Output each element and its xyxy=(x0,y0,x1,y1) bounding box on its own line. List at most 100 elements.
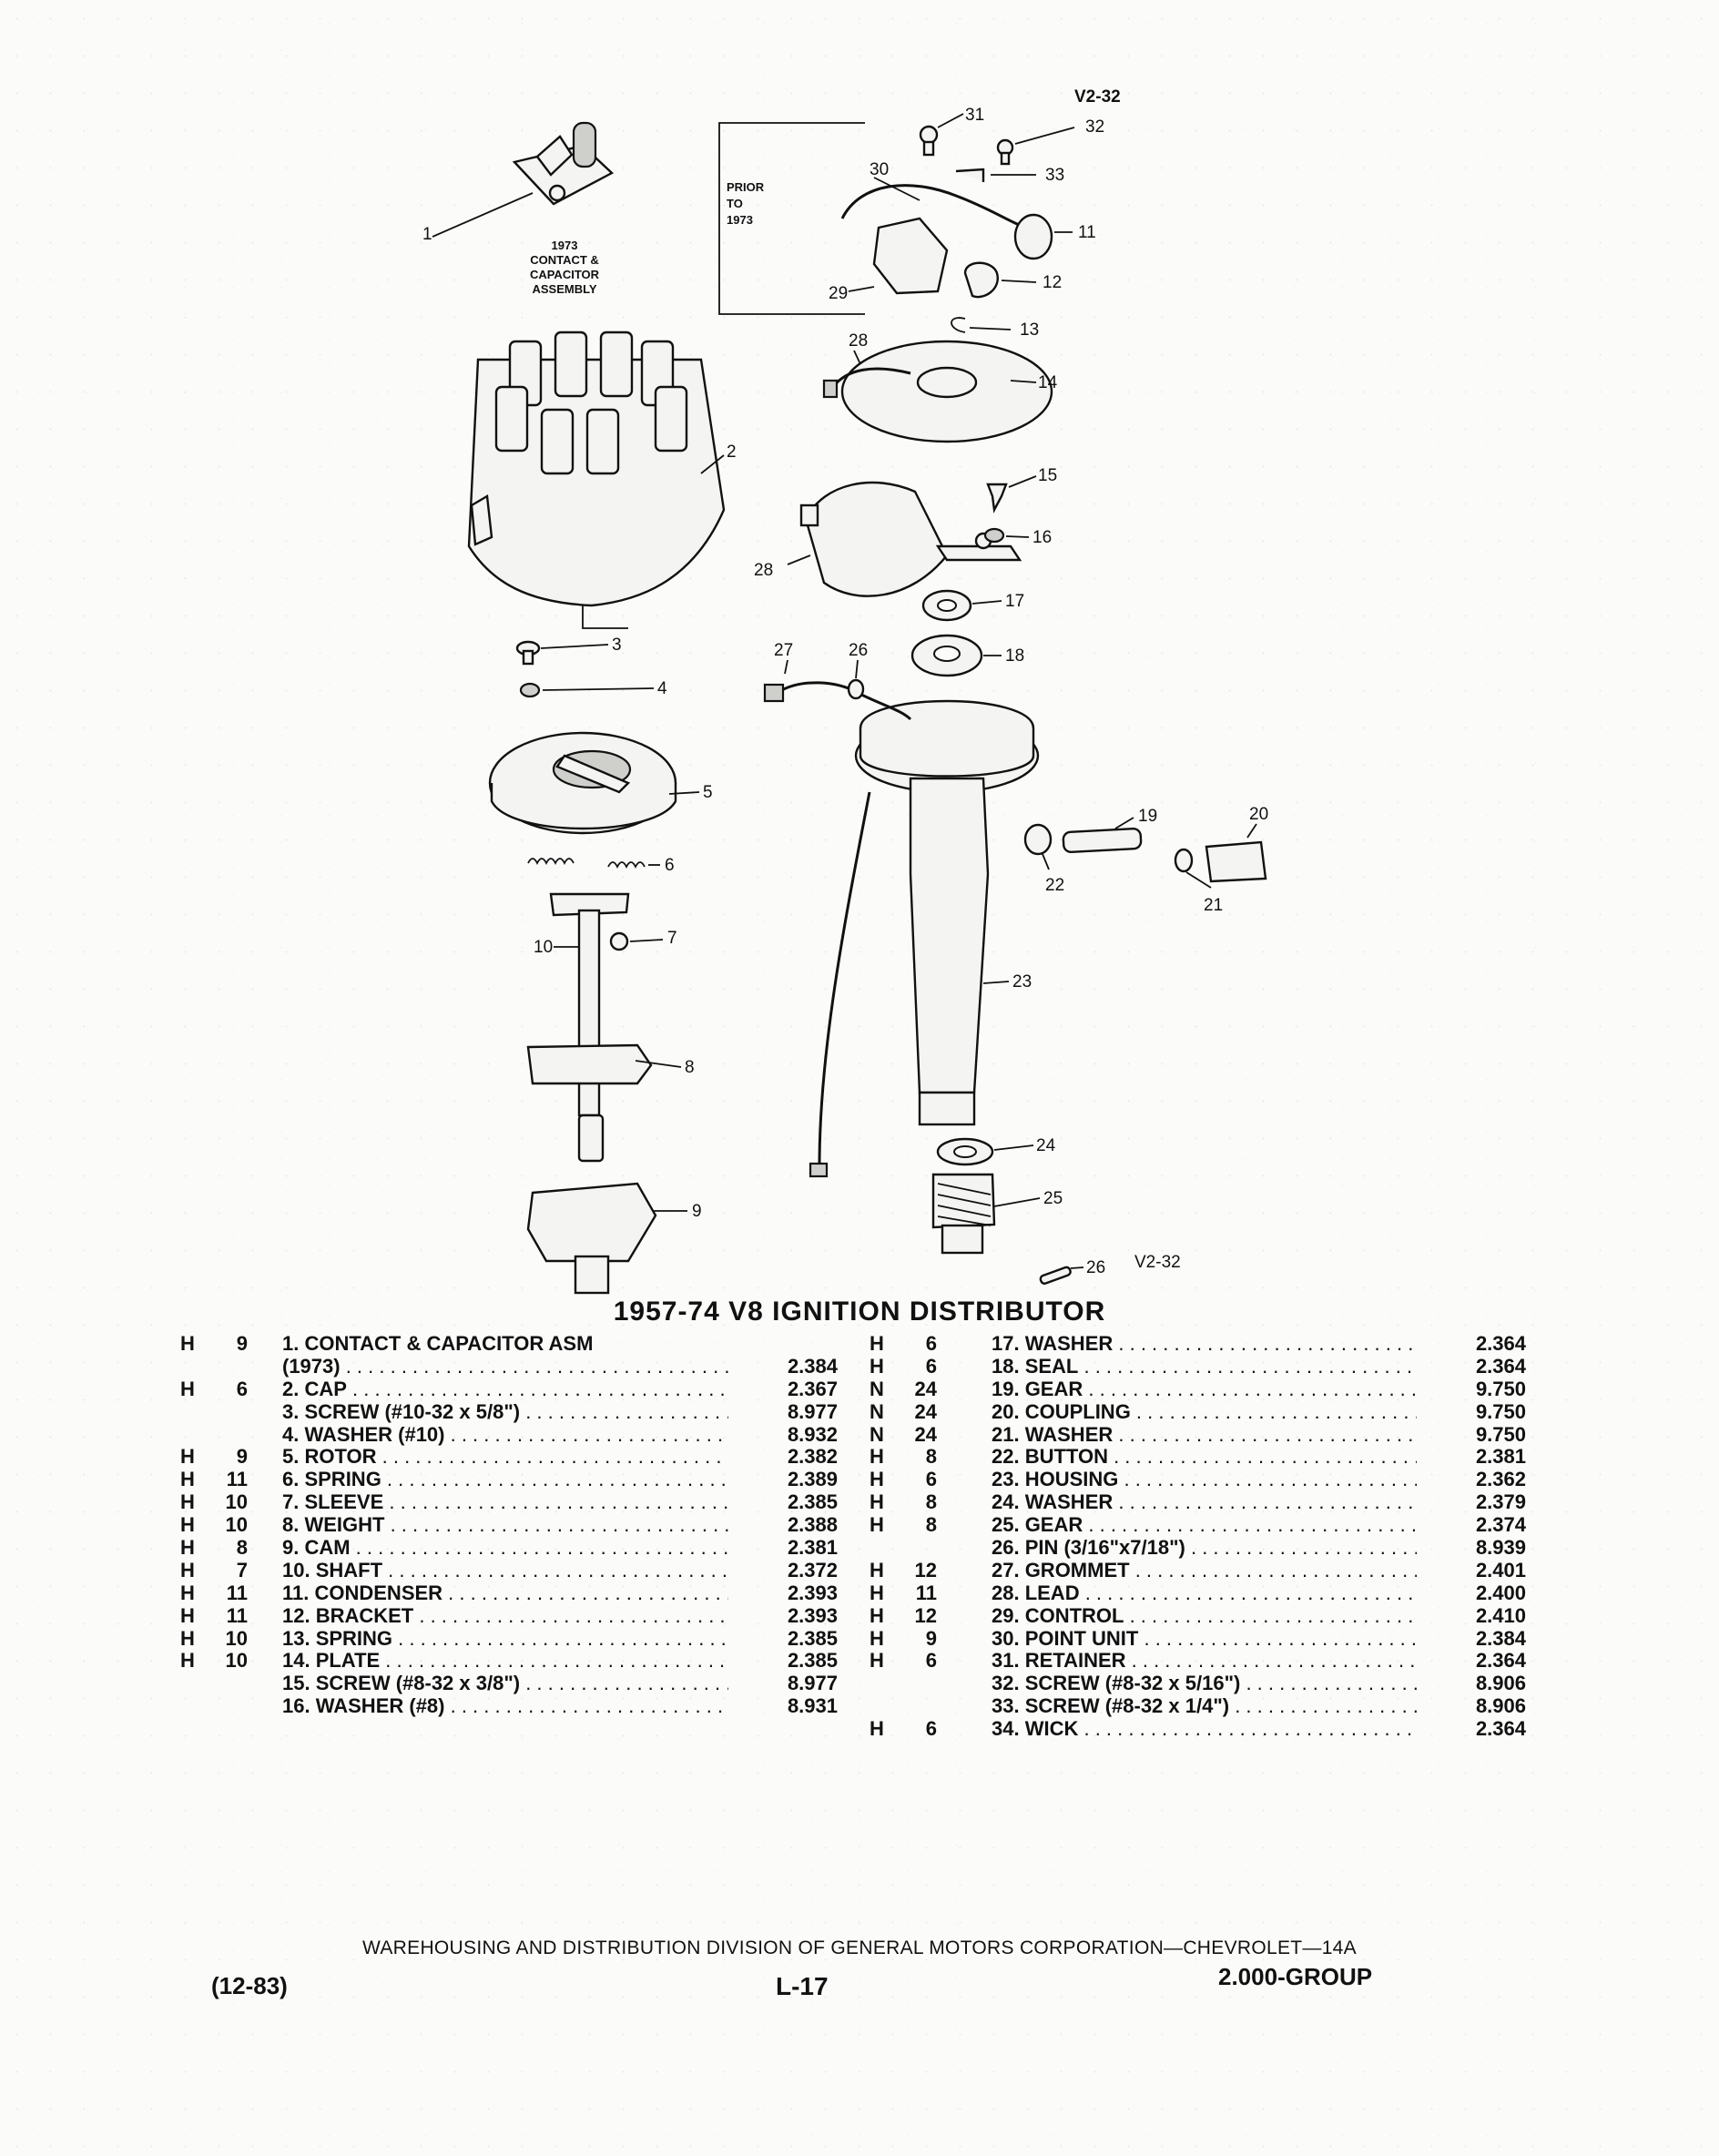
callout-20: 20 xyxy=(1249,805,1268,824)
part-description: 2. CAP xyxy=(282,1378,728,1401)
small-parts-15-18 xyxy=(910,475,1037,677)
callout-34: 33 xyxy=(1045,166,1064,185)
part-description: 7. SLEEVE xyxy=(282,1491,728,1514)
callout-26: 26 xyxy=(1086,1258,1105,1277)
part-description: 33. SCREW (#8-32 x 1/4") xyxy=(992,1695,1417,1718)
part-number: 2.381 xyxy=(787,1536,838,1560)
part-number: 2.389 xyxy=(787,1468,838,1491)
part-29-vacuum-control xyxy=(787,481,1022,597)
group-code: H xyxy=(180,1490,195,1514)
part-description: 24. WASHER xyxy=(992,1491,1417,1514)
group-code: H xyxy=(180,1649,195,1673)
part-number: 2.385 xyxy=(787,1626,838,1650)
subgroup-code: 24 xyxy=(914,1422,937,1446)
subgroup-code: 8 xyxy=(925,1445,937,1469)
footer-division: WAREHOUSING AND DISTRIBUTION DIVISION OF… xyxy=(362,1937,1357,1958)
subgroup-code: 6 xyxy=(925,1717,937,1741)
part-number: 9.750 xyxy=(1475,1377,1526,1400)
group-code: N xyxy=(870,1377,884,1400)
part-number: 2.367 xyxy=(787,1377,838,1400)
callout-17: 17 xyxy=(1005,592,1024,611)
part-5-rotor xyxy=(488,731,700,835)
callout-18: 18 xyxy=(1005,646,1024,666)
assembly-label-line-4: ASSEMBLY xyxy=(532,282,596,296)
part-number: 2.364 xyxy=(1475,1649,1526,1673)
part-number: 2.385 xyxy=(787,1490,838,1514)
subgroup-code: 8 xyxy=(925,1513,937,1537)
callout-9: 9 xyxy=(692,1202,702,1221)
part-description: 4. WASHER (#10) xyxy=(282,1424,728,1447)
part-number: 8.906 xyxy=(1475,1672,1526,1695)
part-26-pin xyxy=(1039,1266,1084,1285)
part-description: 6. SPRING xyxy=(282,1469,728,1491)
subgroup-code: 10 xyxy=(225,1626,248,1650)
part-number: 2.382 xyxy=(787,1445,838,1469)
subgroup-code: 11 xyxy=(226,1603,248,1627)
parts-row: 4. WASHER (#10)8.932 xyxy=(180,1423,838,1447)
part-number: 2.362 xyxy=(1475,1468,1526,1491)
subgroup-code: 6 xyxy=(925,1332,937,1355)
parts-row: H89. CAM2.381 xyxy=(180,1536,838,1560)
subgroup-code: 10 xyxy=(225,1649,248,1673)
part-number: 8.977 xyxy=(787,1399,838,1423)
part-description: 17. WASHER xyxy=(992,1333,1417,1356)
callout-1: 1 xyxy=(422,225,432,244)
group-code: H xyxy=(870,1558,884,1581)
assembly-label-line-1: 1973 xyxy=(552,239,578,252)
part-number: 8.931 xyxy=(787,1694,838,1718)
assembly-label-line-2: CONTACT & xyxy=(530,253,599,267)
part-description: 20. COUPLING xyxy=(992,1401,1417,1424)
part-number: 2.379 xyxy=(1475,1490,1526,1514)
group-code: H xyxy=(180,1332,195,1355)
part-description: 25. GEAR xyxy=(992,1514,1417,1537)
subgroup-code: 6 xyxy=(925,1468,937,1491)
subgroup-code: 7 xyxy=(236,1558,248,1581)
part-description: 3. SCREW (#10-32 x 5/8") xyxy=(282,1401,728,1424)
callout-22: 22 xyxy=(1045,876,1064,895)
callout-27: 26 xyxy=(849,641,868,660)
parts-row: H62. CAP2.367 xyxy=(180,1378,838,1401)
callout-28-upper: 28 xyxy=(849,331,868,351)
part-number: 2.388 xyxy=(787,1513,838,1537)
group-code: H xyxy=(180,1377,195,1400)
callout-15: 15 xyxy=(1038,466,1057,485)
diagram-code-bottom: V2-32 xyxy=(1134,1253,1181,1272)
callout-6: 6 xyxy=(665,856,675,875)
subgroup-code: 24 xyxy=(914,1399,937,1423)
part-description: 13. SPRING xyxy=(282,1628,728,1651)
part-description: 30. POINT UNIT xyxy=(992,1628,1417,1651)
part-description: 18. SEAL xyxy=(992,1356,1417,1378)
group-code: H xyxy=(870,1603,884,1627)
callout-23: 23 xyxy=(1012,972,1032,992)
part-description: 32. SCREW (#8-32 x 5/16") xyxy=(992,1673,1417,1695)
part-number: 9.750 xyxy=(1475,1422,1526,1446)
callout-29: 28 xyxy=(754,561,773,580)
parts-19-22-drive xyxy=(1023,817,1267,889)
part-10-shaft-assembly xyxy=(526,892,682,1163)
callout-16: 16 xyxy=(1032,528,1052,547)
callout-28: 27 xyxy=(774,641,793,660)
group-code: H xyxy=(180,1536,195,1560)
inset-label-line-3: 1973 xyxy=(727,213,753,227)
inset-label-line-1: PRIOR xyxy=(727,180,765,194)
inset-parts xyxy=(840,113,1075,333)
subgroup-code: 12 xyxy=(914,1603,937,1627)
part-number: 8.906 xyxy=(1475,1694,1526,1718)
group-code: H xyxy=(870,1468,884,1491)
callout-21: 21 xyxy=(1204,896,1223,915)
assembly-label-line-3: CAPACITOR xyxy=(530,268,600,281)
part-25-gear xyxy=(931,1173,1041,1255)
callout-30: 29 xyxy=(829,284,848,303)
callout-4: 4 xyxy=(657,679,667,698)
subgroup-code: 10 xyxy=(225,1490,248,1514)
part-description: (1973) xyxy=(282,1356,728,1378)
